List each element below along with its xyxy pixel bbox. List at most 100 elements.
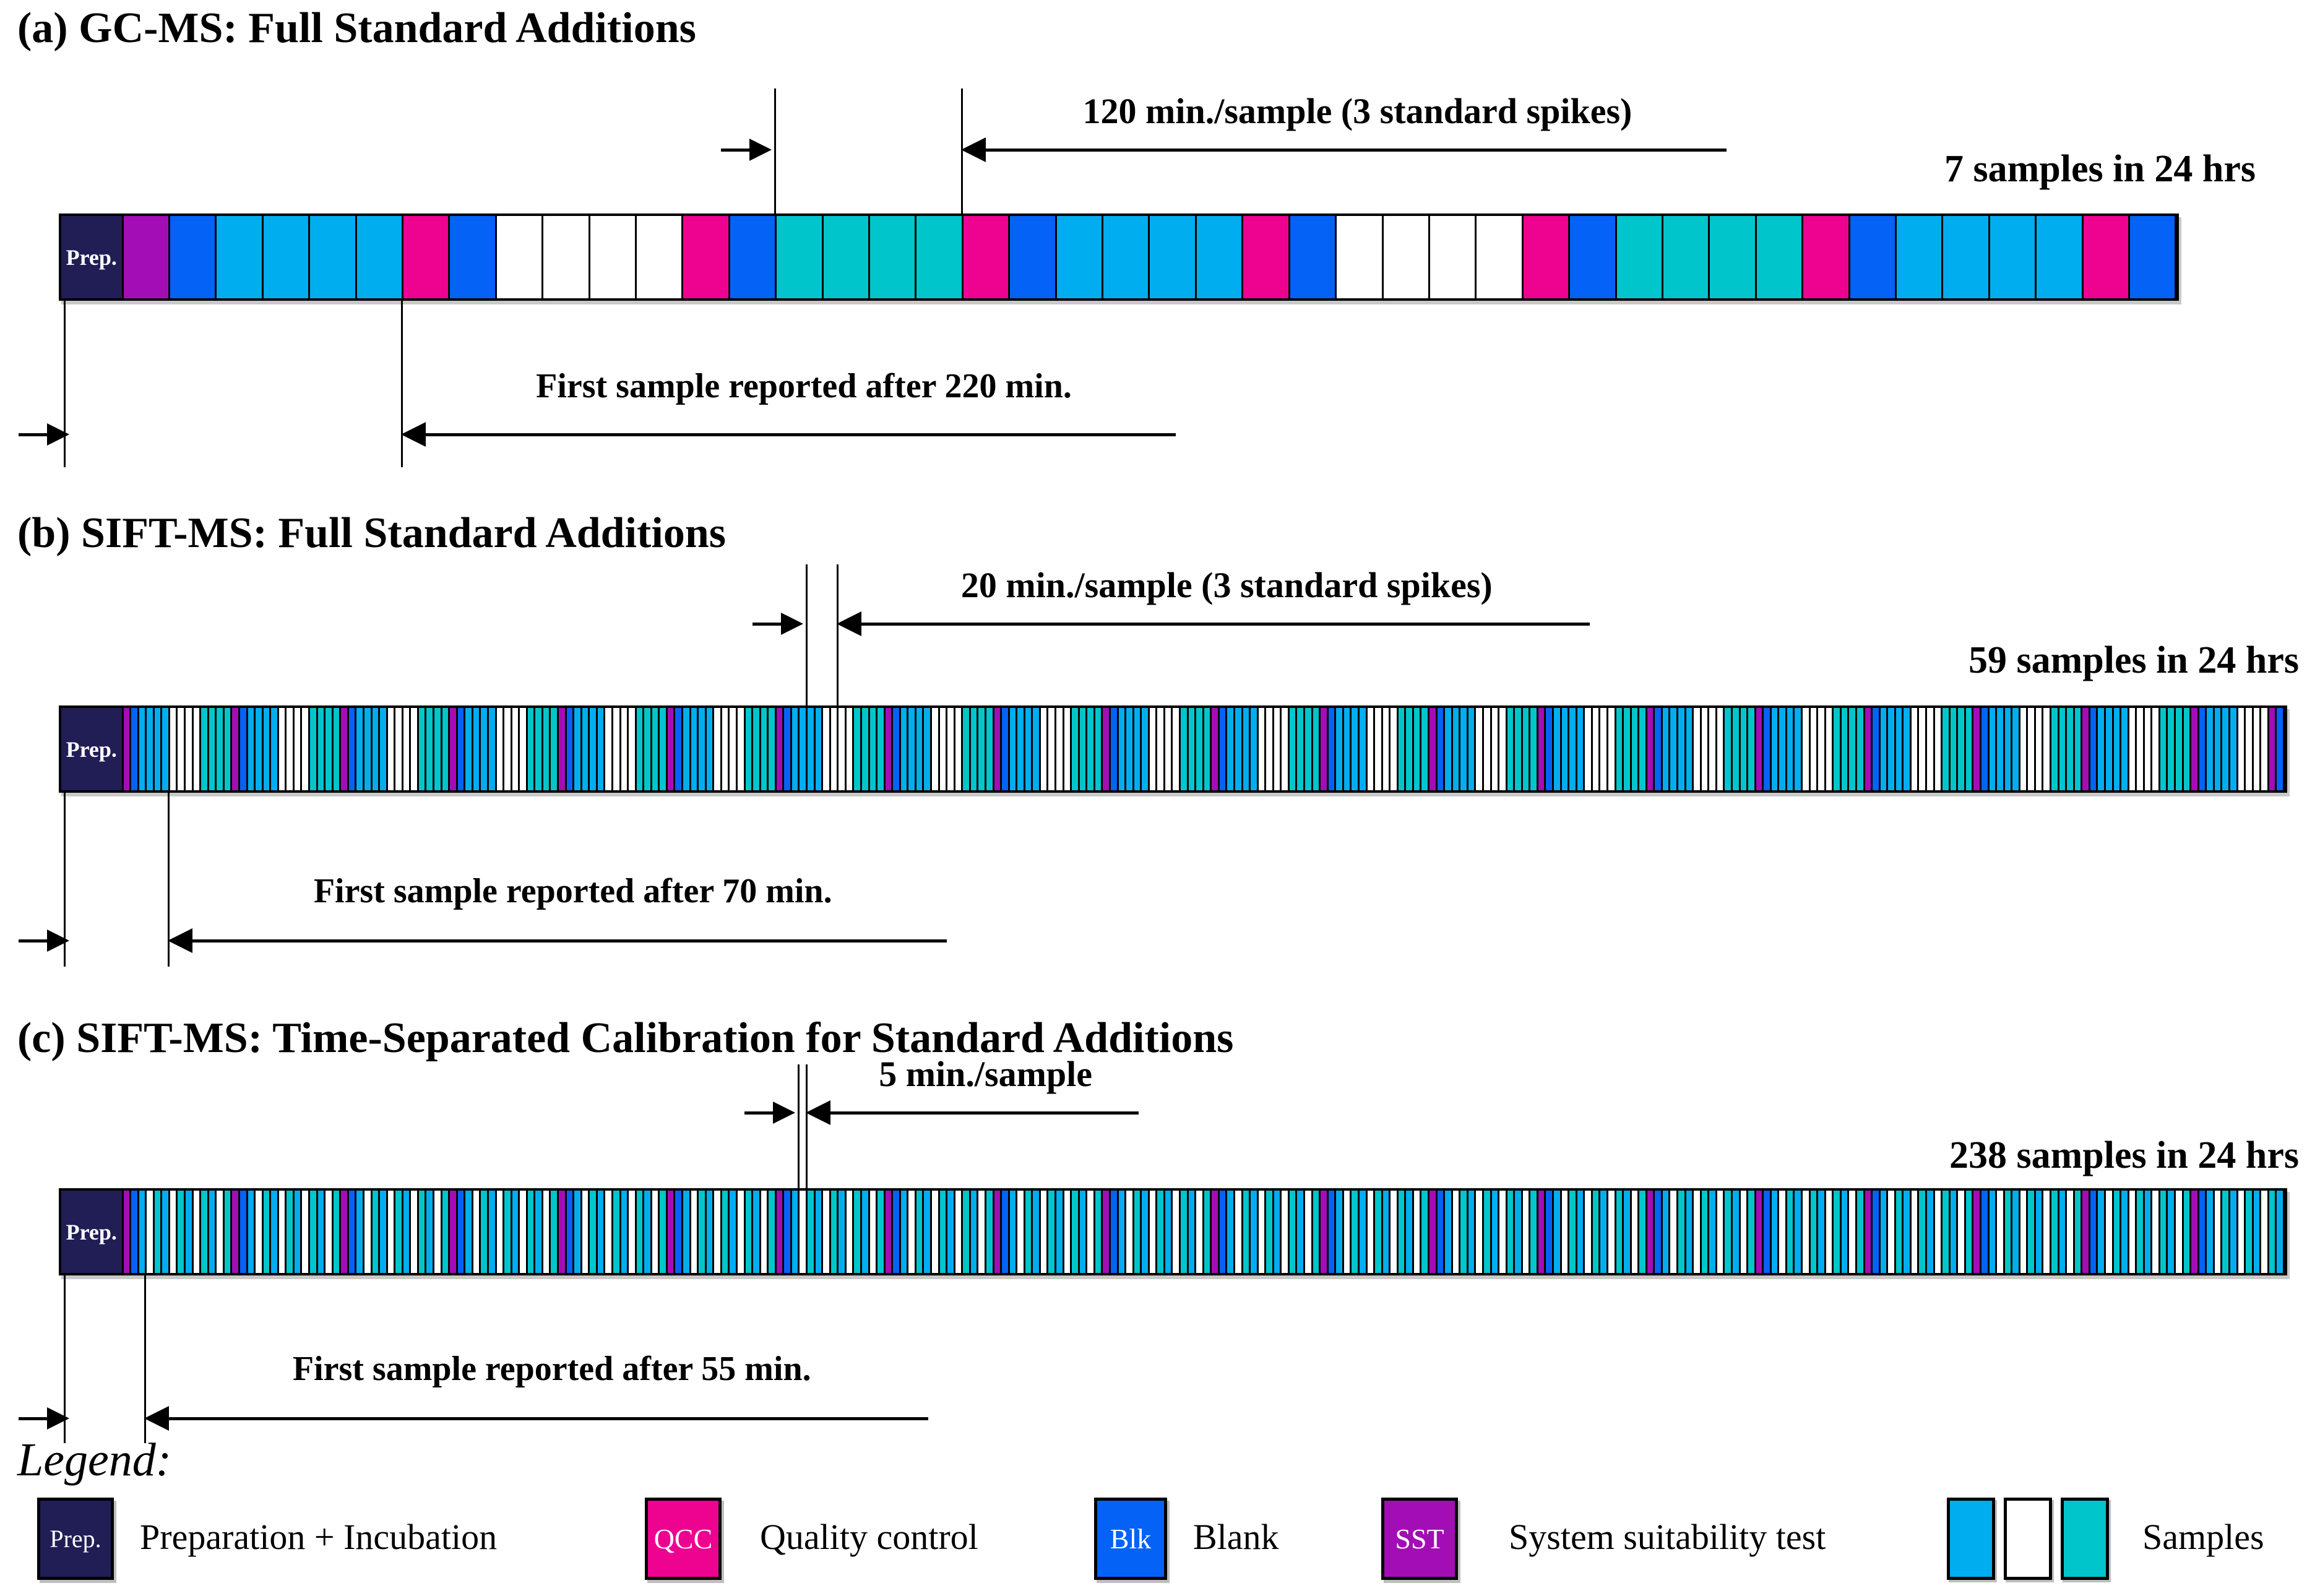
segment-c: [1895, 708, 1904, 790]
segment-blk: [566, 708, 575, 790]
report-arrow-line: [166, 1417, 929, 1420]
segment-t: [310, 708, 318, 790]
segment-qcc: [403, 216, 451, 298]
segment-prep: Prep.: [61, 216, 124, 298]
segment-c: [1452, 708, 1461, 790]
segment-c: [465, 1191, 473, 1273]
segment-t: [1732, 708, 1741, 790]
segment-sst: [450, 1191, 458, 1273]
segment-w: [496, 708, 505, 790]
segment-sst: [1647, 708, 1655, 790]
segment-sst: [776, 1191, 785, 1273]
segment-w: [1826, 1191, 1834, 1273]
segment-c: [2277, 1191, 2285, 1273]
section-title: (b) SIFT-MS: Full Standard Additions: [17, 509, 726, 557]
interval-start-line: [798, 1064, 800, 1188]
segment-t: [1841, 708, 1850, 790]
segment-t: [1289, 708, 1298, 790]
segment-t: [2067, 708, 2075, 790]
segment-sst: [1212, 1191, 1220, 1273]
segment-t: [1530, 708, 1538, 790]
segment-sst: [1647, 1191, 1655, 1273]
segment-w: [1126, 1191, 1134, 1273]
segment-w: [543, 216, 590, 298]
segment-t: [1530, 1191, 1538, 1273]
segment-w: [2129, 1191, 2137, 1273]
segment-c: [900, 1191, 909, 1273]
segment-t: [1710, 216, 1757, 298]
segment-w: [1165, 708, 1173, 790]
segment-w: [932, 1191, 940, 1273]
segment-w: [403, 708, 412, 790]
segment-w: [496, 216, 544, 298]
segment-c: [2121, 708, 2129, 790]
segment-t: [2183, 1191, 2192, 1273]
timeline-bar: Prep.: [59, 214, 2180, 301]
segment-blk: [1764, 1191, 1772, 1273]
segment-w: [1631, 1191, 1640, 1273]
segment-c: [1904, 1191, 1912, 1273]
segment-c: [808, 708, 816, 790]
segment-sst: [232, 708, 240, 790]
report-start-line: [64, 298, 66, 467]
segment-c: [2105, 708, 2114, 790]
segment-c: [1491, 1191, 1500, 1273]
segment-c: [1033, 708, 1041, 790]
segment-t: [1483, 1191, 1492, 1273]
segment-blk: [1764, 708, 1772, 790]
segment-blk: [1981, 1191, 1990, 1273]
legend-sst-label: System suitability test: [1509, 1517, 1826, 1557]
segment-t: [1965, 1191, 1974, 1273]
segment-c: [582, 708, 590, 790]
segment-c: [753, 1191, 761, 1273]
segment-t: [535, 708, 543, 790]
segment-t: [287, 1191, 295, 1273]
segment-t: [761, 708, 769, 790]
segment-t: [1616, 708, 1624, 790]
segment-c: [621, 1191, 629, 1273]
segment-c: [139, 708, 147, 790]
segment-c: [1056, 216, 1104, 298]
segment-t: [2074, 708, 2083, 790]
segment-w: [839, 708, 847, 790]
segment-w: [2035, 708, 2044, 790]
segment-w: [1810, 708, 1819, 790]
segment-c: [1569, 708, 1577, 790]
segment-t: [1398, 1191, 1407, 1273]
interval-approach-line: [744, 1111, 776, 1115]
segment-w: [1911, 708, 1920, 790]
segment-w: [496, 1191, 505, 1273]
segment-t: [1856, 708, 1865, 790]
segment-sst: [1756, 1191, 1764, 1273]
segment-w: [1826, 708, 1834, 790]
segment-c: [147, 708, 155, 790]
segment-c: [209, 1191, 217, 1273]
segment-w: [613, 708, 621, 790]
segment-w: [1040, 708, 1049, 790]
segment-t: [1834, 1191, 1842, 1273]
segment-c: [1771, 1191, 1780, 1273]
segment-w: [978, 1191, 986, 1273]
segment-c: [1227, 708, 1235, 790]
segment-t: [1592, 1191, 1601, 1273]
report-label: First sample reported after 55 min.: [292, 1350, 811, 1388]
segment-w: [737, 708, 746, 790]
legend-blk-label: Blank: [1193, 1517, 1279, 1557]
segment-t: [636, 1191, 645, 1273]
segment-c: [271, 1191, 279, 1273]
segment-blk: [1437, 1191, 1446, 1273]
segment-c: [2098, 1191, 2106, 1273]
segment-c: [1927, 1191, 1935, 1273]
report-arrowhead-icon: [144, 1406, 170, 1431]
segment-t: [745, 708, 754, 790]
segment-c: [2098, 708, 2106, 790]
segment-w: [170, 708, 178, 790]
segment-t: [1639, 1191, 1647, 1273]
segment-c: [691, 708, 699, 790]
segment-w: [1382, 708, 1391, 790]
segment-w: [1476, 1191, 1484, 1273]
segment-blk: [675, 708, 684, 790]
segment-t: [418, 1191, 427, 1273]
segment-c: [317, 1191, 326, 1273]
